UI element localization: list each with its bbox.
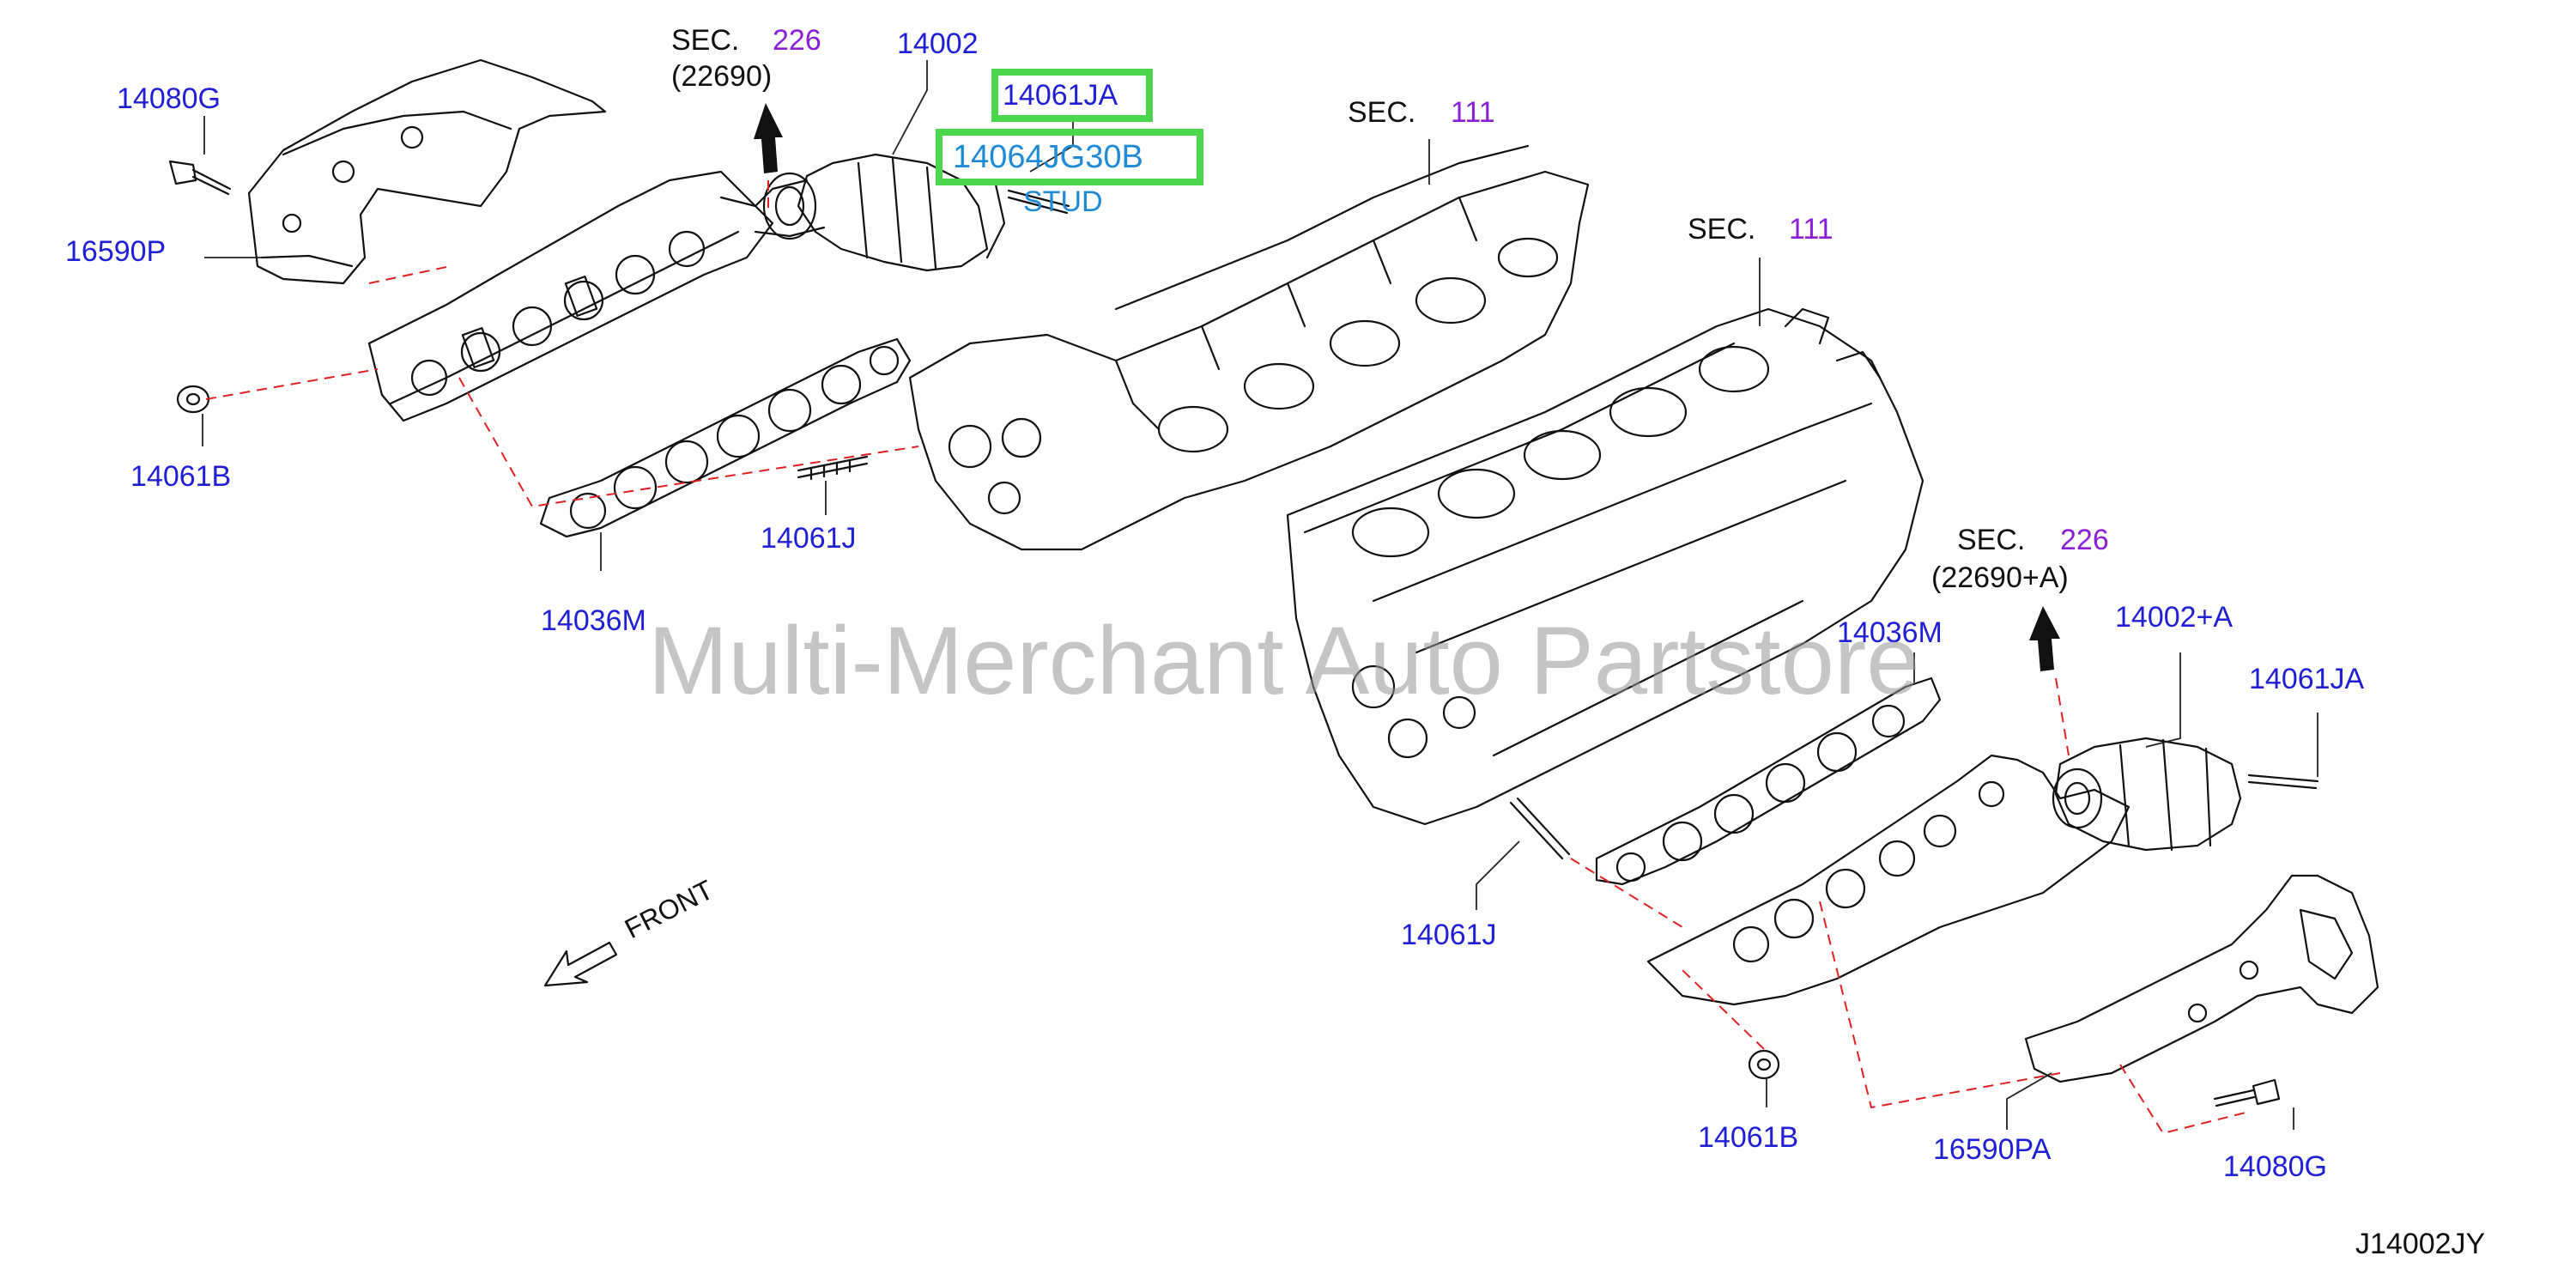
part-label-14064jg30b[interactable]: 14064JG30B: [953, 139, 1143, 175]
sec-226-right-sub: (22690+A): [1931, 561, 2069, 594]
cylinder-head-left: [908, 170, 1590, 551]
part-label-14080g-right[interactable]: 14080G: [2223, 1150, 2327, 1183]
heat-insulator-right: [2024, 874, 2379, 1083]
part-label-14061ja-right[interactable]: 14061JA: [2249, 663, 2365, 695]
part-label-14061b-right[interactable]: 14061B: [1698, 1121, 1799, 1154]
stud-14061j-right: [1509, 797, 1571, 860]
stud-14061j-left: [797, 455, 869, 481]
part-label-14061j-right[interactable]: 14061J: [1401, 919, 1497, 951]
sec-111-mid-number[interactable]: 111: [1789, 213, 1834, 246]
nut-14061b-left: [176, 385, 210, 414]
part-label-14002a[interactable]: 14002+A: [2115, 601, 2234, 634]
part-label-16590p[interactable]: 16590P: [65, 235, 167, 268]
exhaust-manifold-left: [367, 170, 774, 422]
part-label-14061j-left[interactable]: 14061J: [761, 522, 857, 555]
part-label-16590pa[interactable]: 16590PA: [1933, 1133, 2052, 1166]
part-label-14002[interactable]: 14002: [897, 27, 979, 60]
sec-226-right-number[interactable]: 226: [2060, 524, 2109, 556]
diagram-code: J14002JY: [2355, 1228, 2486, 1260]
sec-226-left-number[interactable]: 226: [773, 24, 821, 57]
up-arrow-icon-right: [2029, 606, 2060, 671]
up-arrow-icon-left: [754, 103, 783, 173]
nut-14061b-right: [1748, 1049, 1780, 1080]
highlight-box-14064jg30b: [936, 129, 1203, 185]
heat-insulator-left: [247, 58, 607, 285]
sec-111-top-prefix: SEC.: [1348, 96, 1416, 129]
sec-226-right-prefix: SEC.: [1957, 524, 2026, 556]
sec-111-mid-prefix: SEC.: [1688, 213, 1756, 246]
bolt-14080g-left: [168, 160, 232, 196]
sec-226-left-sub: (22690): [671, 60, 773, 93]
watermark: Multi-Merchant Auto Partstore: [648, 607, 1920, 714]
cylinder-head-right: [1286, 307, 1924, 826]
sec-111-top-number[interactable]: 111: [1451, 96, 1495, 129]
bolt-14080g-right: [2213, 1078, 2281, 1107]
stud-label: STUD: [1023, 185, 1103, 218]
part-label-14061ja-top[interactable]: 14061JA: [1003, 79, 1118, 112]
part-label-14036m-left[interactable]: 14036M: [541, 604, 646, 637]
catalyst-right: [2054, 737, 2242, 852]
exhaust-manifold-right: [1646, 754, 2131, 1006]
gasket-right: [1595, 676, 1942, 886]
highlight-box-14061ja: [991, 69, 1153, 122]
part-label-14061b-left[interactable]: 14061B: [130, 460, 232, 493]
front-arrow-icon: [543, 941, 618, 987]
part-label-14036m-right[interactable]: 14036M: [1837, 616, 1943, 649]
part-label-14080g-left[interactable]: 14080G: [117, 82, 221, 115]
catalyst-left: [797, 153, 989, 272]
sec-226-left-prefix: SEC.: [671, 24, 740, 57]
gasket-left: [539, 337, 912, 538]
